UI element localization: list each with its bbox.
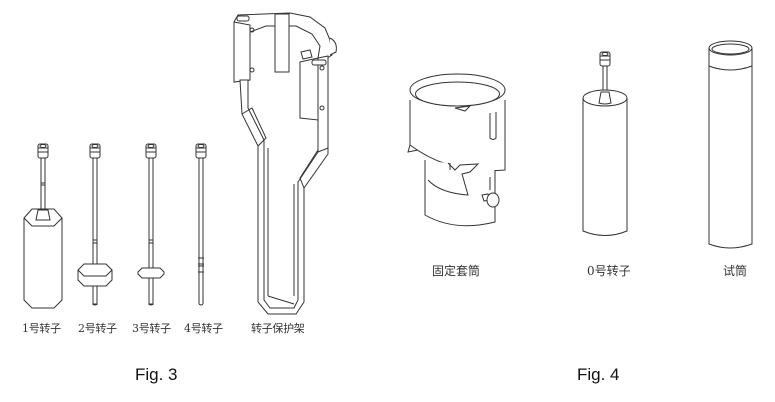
label-rotor-guard: 转子保护架 bbox=[251, 322, 305, 335]
figure-4-caption: Fig. 4 bbox=[577, 365, 620, 384]
label-rotor-2: 2号转子 bbox=[78, 322, 117, 335]
label-rotor-4: 4号转子 bbox=[184, 322, 223, 335]
label-rotor-1: 1号转子 bbox=[22, 322, 61, 335]
label-fixing-sleeve: 固定套筒 bbox=[432, 264, 481, 278]
label-rotor-0: 0号转子 bbox=[587, 264, 631, 278]
rotor-2-drawing bbox=[77, 143, 113, 306]
test-tube-drawing bbox=[708, 40, 753, 249]
label-test-tube: 试筒 bbox=[723, 264, 748, 278]
rotor-3-drawing bbox=[137, 143, 165, 306]
rotor-0-drawing bbox=[582, 51, 628, 236]
rotor-guard-drawing bbox=[233, 12, 337, 315]
fixing-sleeve-drawing bbox=[407, 73, 506, 227]
rotor-1-drawing bbox=[23, 143, 63, 309]
rotor-4-drawing bbox=[195, 143, 207, 306]
label-rotor-3: 3号转子 bbox=[132, 322, 171, 335]
figure-3-caption: Fig. 3 bbox=[135, 365, 178, 384]
